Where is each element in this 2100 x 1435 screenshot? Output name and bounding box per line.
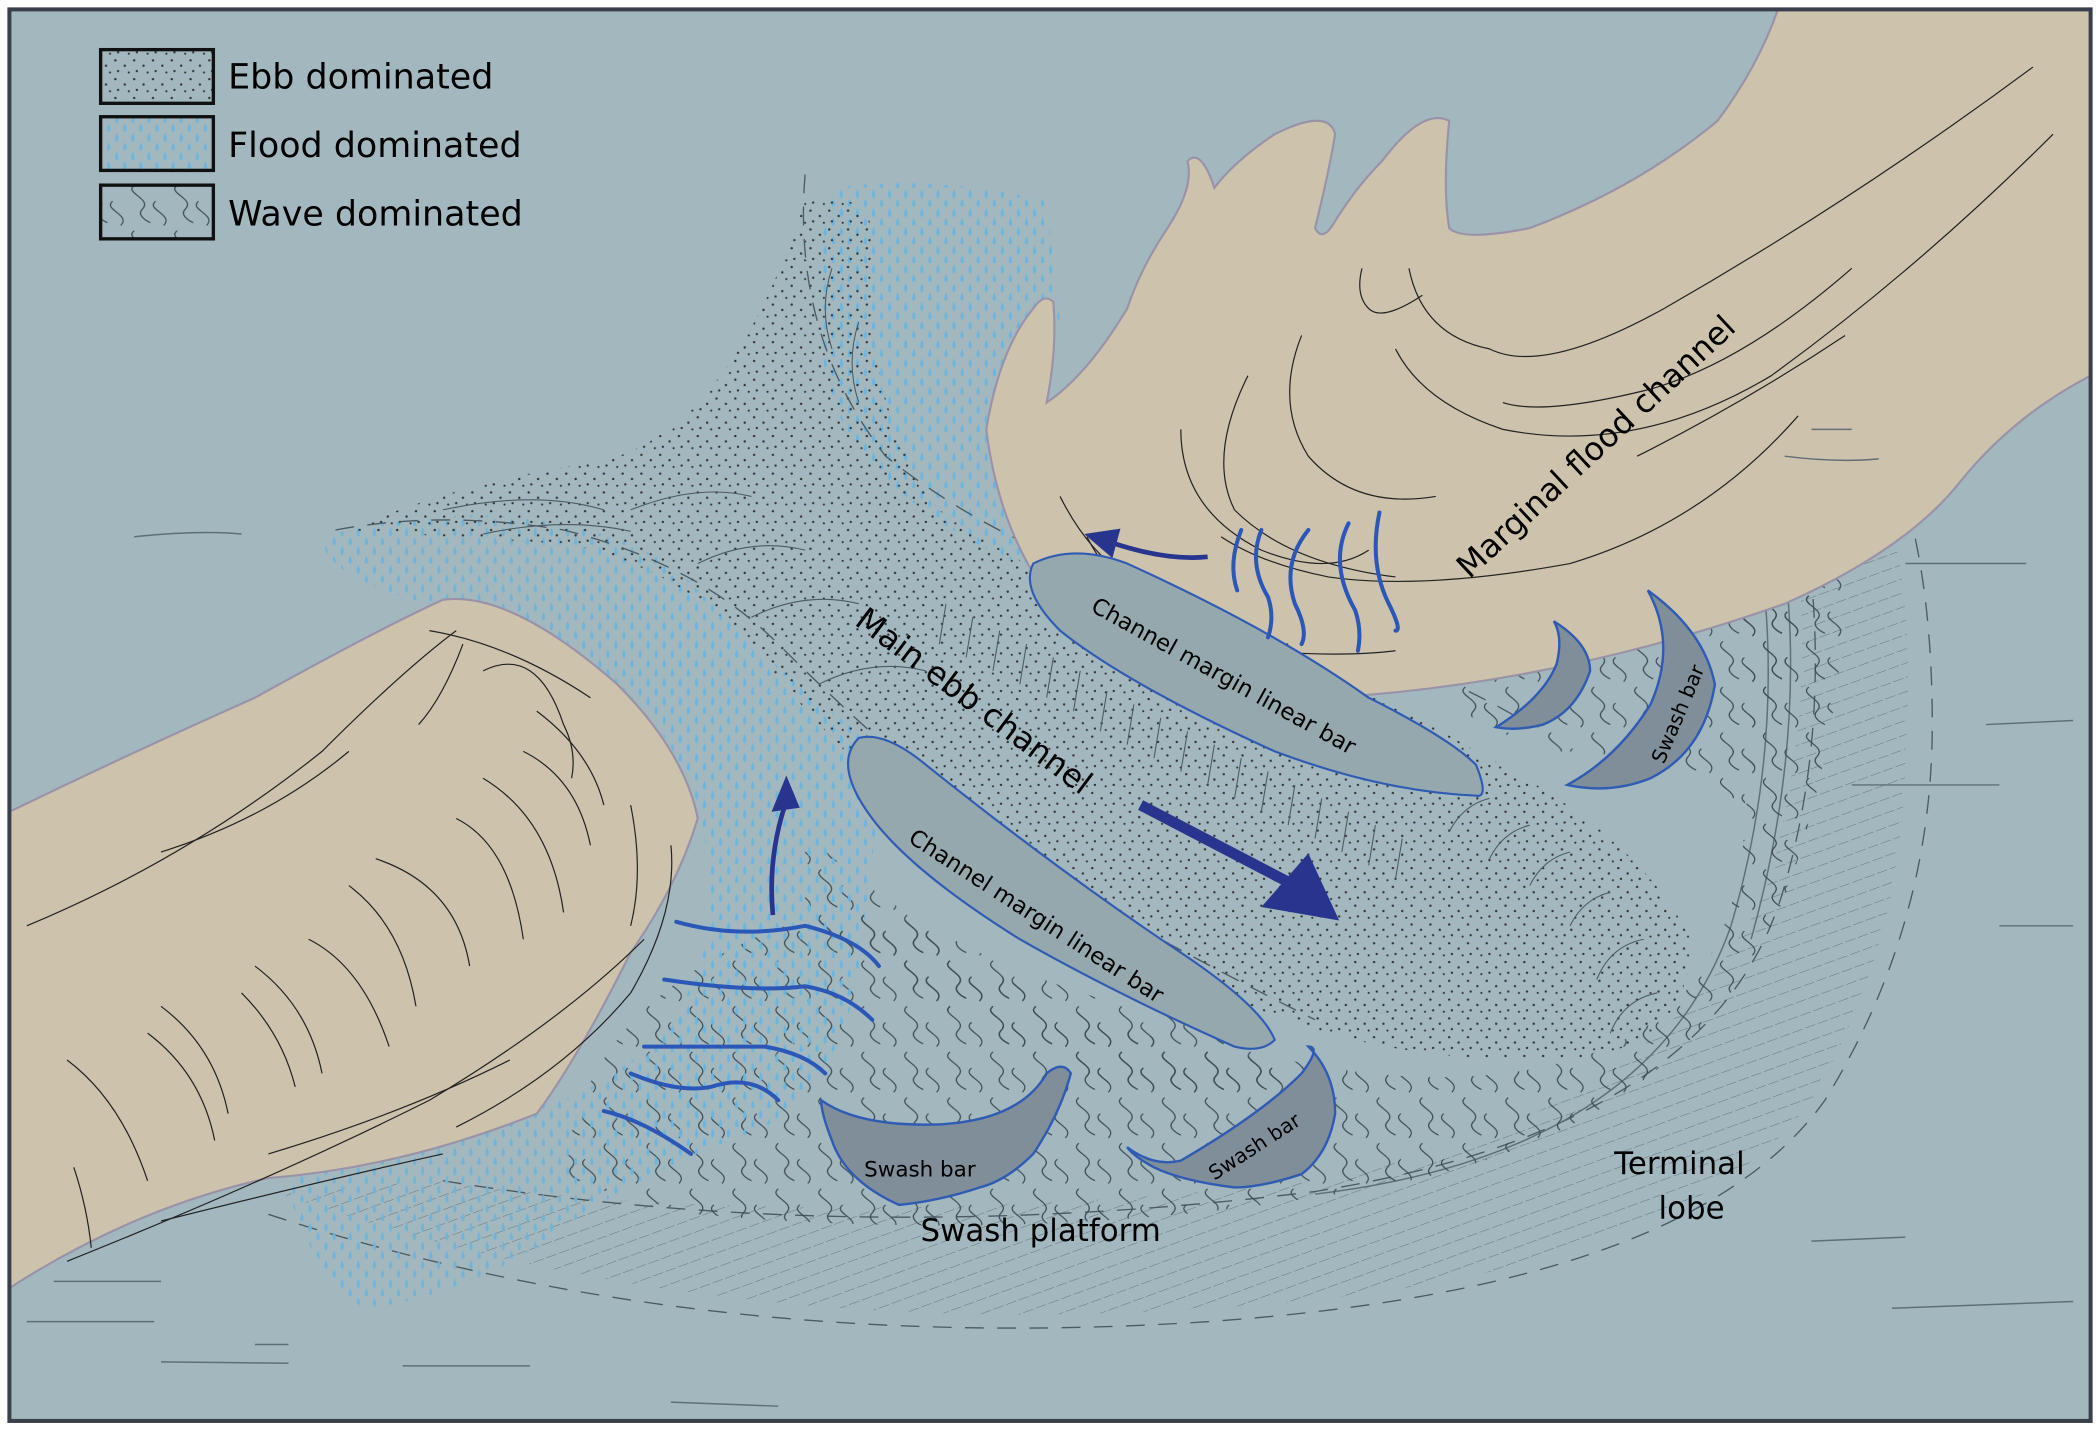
swash-bar-bottom-right [1126,1045,1337,1189]
legend-label-flood: Flood dominated [228,126,522,166]
legend-item-flood: Flood dominated [98,115,522,173]
legend: Ebb dominated Flood dominated Wave domin… [98,47,523,241]
flood-arrow-left [1084,528,1208,560]
legend-swatch-flood [98,115,216,173]
ebb-channel-zone [348,197,1691,1061]
offshore-contours [26,428,2074,1407]
label-terminal-lobe-line2: lobe [1659,1190,1725,1226]
left-island-bedding [26,630,673,1262]
channel-margin-bar-upper [1028,552,1484,797]
swash-platform-mid-zone [805,831,1316,1094]
swash-platform-zone [563,429,1847,1226]
legend-item-ebb: Ebb dominated [98,47,493,105]
flood-flow-lines [601,510,1400,1156]
legend-item-wave: Wave dominated [98,183,523,241]
channel-margin-bar-lower [846,735,1277,1050]
swash-bar-bottom-left [820,1065,1073,1207]
flood-arrow-up [769,775,800,916]
flood-zone-left [288,515,886,1309]
label-swash-bar-bottom-left: Swash bar [864,1158,976,1183]
upper-barrier-spit [985,9,2091,702]
swash-bar-right [1563,589,1717,790]
legend-swatch-wave [98,183,216,241]
left-barrier-island [9,597,699,1290]
legend-swatch-ebb [98,47,216,105]
legend-label-wave: Wave dominated [228,194,523,234]
label-swash-platform: Swash platform [921,1213,1161,1249]
legend-label-ebb: Ebb dominated [228,58,493,98]
swash-bar-right-small [1492,620,1592,730]
upper-spit-bedding [1059,66,2054,655]
label-terminal-lobe-line1: Terminal [1613,1146,1744,1182]
diagram-frame [7,7,2093,1423]
ebb-arrow [1138,800,1340,921]
